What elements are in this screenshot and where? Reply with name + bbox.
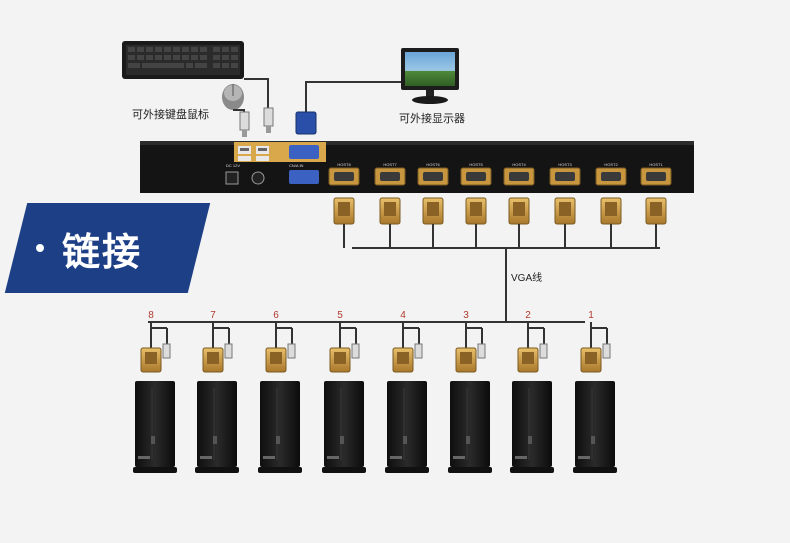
vga-connector-icon xyxy=(333,197,355,248)
desktop-tower-icon xyxy=(510,381,554,473)
computer-number: 6 xyxy=(273,310,279,321)
computer-3: 3 xyxy=(448,310,492,473)
vga-connector-icon xyxy=(202,343,233,373)
host-port-5: HOST5 xyxy=(460,162,492,186)
desktop-tower-icon xyxy=(385,381,429,473)
host-port-8: HOST8 xyxy=(328,162,360,186)
computer-5: 5 xyxy=(322,310,366,473)
vga-connector-icon xyxy=(465,197,487,248)
desktop-tower-icon xyxy=(573,381,617,473)
vga-connector-icon xyxy=(422,197,444,248)
computer-number: 5 xyxy=(337,310,343,321)
computer-2: 2 xyxy=(510,310,554,473)
vga-connector-icon xyxy=(645,197,667,248)
host-port-label: HOST6 xyxy=(426,162,440,167)
monitor-caption: 可外接显示器 xyxy=(399,112,465,125)
host-port-label: HOST8 xyxy=(337,162,351,167)
host-ports: HOST8 HOST7 HOST6 HOST5 HOST4 HOST3 HOST2 HOST1 xyxy=(328,162,672,186)
vga-connector-icon xyxy=(329,343,360,373)
computer-number: 8 xyxy=(148,310,154,321)
computers: 8 7 6 5 4 3 2 1 xyxy=(133,310,617,473)
host-port-6: HOST6 xyxy=(417,162,449,186)
bullet-dot xyxy=(36,244,44,252)
keyboard-mouse-caption: 可外接键盘鼠标 xyxy=(132,107,209,121)
computer-6: 6 xyxy=(258,310,302,473)
vga-connector-icon xyxy=(508,197,530,248)
section-title-text: 链接 xyxy=(62,231,143,274)
monitor-icon xyxy=(401,48,459,104)
host-port-7: HOST7 xyxy=(374,162,406,186)
computer-4: 4 xyxy=(385,310,429,473)
desktop-tower-icon xyxy=(322,381,366,473)
vga-connector-icon xyxy=(265,343,296,373)
host-port-label: HOST1 xyxy=(649,162,663,167)
computer-number: 4 xyxy=(400,310,406,321)
usb-plug-icon xyxy=(239,107,274,137)
vga-connector-icon xyxy=(517,343,548,373)
vga-cable-caption: VGA线 xyxy=(511,271,542,284)
host-port-1: HOST1 xyxy=(640,162,672,186)
computer-7: 7 xyxy=(195,310,239,473)
host-port-2: HOST2 xyxy=(595,162,627,186)
keyboard-icon xyxy=(122,41,244,79)
vga-connector-icon xyxy=(392,343,423,373)
desktop-tower-icon xyxy=(448,381,492,473)
computer-number: 2 xyxy=(525,310,531,321)
host-port-label: HOST3 xyxy=(558,162,572,167)
computer-number: 3 xyxy=(463,310,469,321)
kvm-host-cables xyxy=(333,197,667,249)
section-title: 链接 xyxy=(36,216,142,280)
vga-plug-icon xyxy=(295,111,317,135)
console-label: CN/A IN xyxy=(289,163,304,168)
desktop-tower-icon xyxy=(195,381,239,473)
host-port-label: HOST2 xyxy=(604,162,618,167)
vga-connector-icon xyxy=(455,343,486,373)
computer-number: 7 xyxy=(210,310,216,321)
vga-connector-icon xyxy=(379,197,401,248)
vga-cable xyxy=(305,81,401,112)
host-port-label: HOST4 xyxy=(512,162,526,167)
vga-connector-icon xyxy=(600,197,622,248)
host-port-3: HOST3 xyxy=(549,162,581,186)
computer-8: 8 xyxy=(133,310,177,473)
vga-connector-icon xyxy=(554,197,576,248)
desktop-tower-icon xyxy=(258,381,302,473)
dc-label: DC 12V xyxy=(226,163,240,168)
mouse-icon xyxy=(222,84,244,110)
computer-number: 1 xyxy=(588,310,594,321)
host-port-label: HOST5 xyxy=(469,162,483,167)
host-port-4: HOST4 xyxy=(503,162,535,186)
vga-connector-icon xyxy=(140,343,171,373)
desktop-tower-icon xyxy=(133,381,177,473)
vga-connector-icon xyxy=(580,343,611,373)
computer-1: 1 xyxy=(573,310,617,473)
host-port-label: HOST7 xyxy=(383,162,397,167)
